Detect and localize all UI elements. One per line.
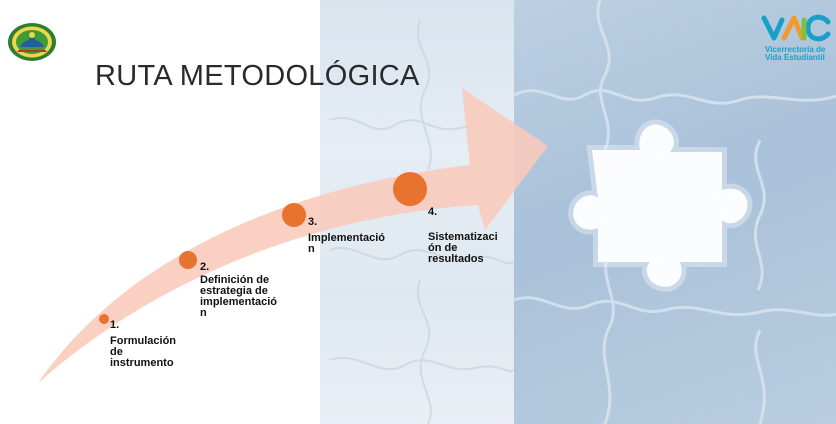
university-seal-icon (6, 21, 58, 63)
process-arrow (38, 88, 548, 383)
puzzle-seams-right (513, 0, 836, 424)
step-1-number: 1. (110, 319, 120, 331)
step-4-dot (393, 172, 427, 206)
step-2-dot (179, 251, 197, 269)
missing-puzzle-piece (573, 124, 748, 287)
background-white-panel (0, 0, 320, 424)
step-3-dot (282, 203, 306, 227)
step-4-number: 4. (428, 206, 438, 218)
step-4-text: Sistematizaci ón de resultados (428, 231, 498, 265)
step-1-dot (99, 314, 109, 324)
slide-title: RUTA METODOLÓGICA (95, 60, 420, 92)
step-2-text: Definición de estrategia de implementaci… (200, 274, 278, 319)
step-2-number: 2. (200, 261, 210, 273)
vicerrectoria-logo-icon: Vicerrectoría de Vida Estudiantil (760, 12, 836, 68)
vicerrectoria-logo-text: Vicerrectoría de Vida Estudiantil (765, 45, 826, 62)
step-3-number: 3. (308, 216, 318, 228)
step-1-text: Formulación de instrumento (110, 335, 177, 369)
step-3-text: Implementació n (308, 232, 386, 255)
